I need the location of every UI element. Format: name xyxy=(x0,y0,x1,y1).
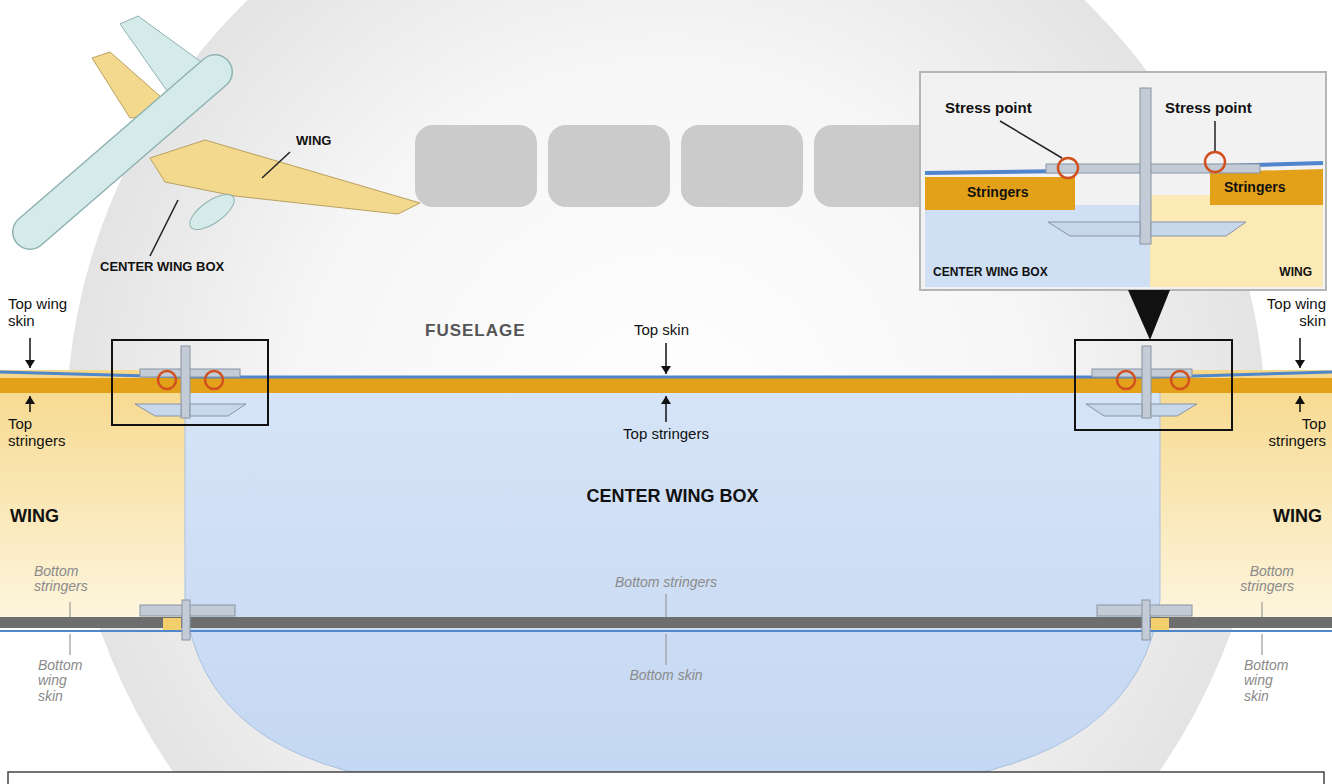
part-label: WING xyxy=(1160,507,1322,527)
detail-inset: Stress point Stress pointStringers Stringe… xyxy=(920,72,1326,290)
part-name: Top stringers xyxy=(8,416,72,449)
joint-fittings xyxy=(135,346,1197,640)
part-name: Top wing skin xyxy=(1262,296,1326,329)
plane-icon xyxy=(30,16,420,256)
part-name: Top wing skin xyxy=(8,296,72,329)
part-label: CENTER WING BOX xyxy=(933,266,1048,279)
joint xyxy=(1086,346,1197,640)
part-label: Stringers xyxy=(1224,180,1285,195)
stress-points xyxy=(158,371,1189,389)
part-name: CENTER WING BOX xyxy=(100,260,224,274)
part-name: Top stringers xyxy=(1262,416,1326,449)
windows xyxy=(415,125,936,207)
part-name: Top skin xyxy=(634,322,689,339)
center-wing-box xyxy=(185,390,1160,784)
caption-frame xyxy=(8,772,1324,784)
bottom-skin xyxy=(0,630,1332,632)
part-label: WING xyxy=(10,507,59,527)
part-name: FUSELAGE xyxy=(425,322,526,341)
part-label: Stress point xyxy=(945,100,1032,117)
part-name: Bottom stringers xyxy=(34,564,106,595)
wing-region: WING xyxy=(0,395,185,617)
stringers-band: Stringers xyxy=(925,177,1075,210)
part-label: WING xyxy=(1150,266,1312,279)
part-label: Stress point xyxy=(1165,100,1252,117)
stringers-band: Stringers xyxy=(1210,172,1323,205)
part-name: WING xyxy=(296,134,331,148)
wing-region: WING xyxy=(1150,240,1322,288)
detail-inset xyxy=(920,72,1326,340)
part-name: Bottom stringers xyxy=(576,575,756,590)
part-name: Bottom wing skin xyxy=(38,658,90,704)
detail-frames xyxy=(112,340,1232,430)
part-label: CENTER WING BOX xyxy=(185,487,1160,507)
center-wing-box-region: CENTER WING BOX xyxy=(185,395,1160,617)
part-label: Stringers xyxy=(967,185,1028,200)
leader-lines xyxy=(25,338,1305,665)
center-wing-box-region: CENTER WING BOX xyxy=(925,240,1150,288)
part-name: Bottom skin xyxy=(576,668,756,683)
part-name: Bottom stringers xyxy=(1222,564,1294,595)
joint xyxy=(135,346,246,640)
part-name: Top stringers xyxy=(586,426,746,443)
part-name: Bottom wing skin xyxy=(1244,658,1296,704)
wing-region: WING xyxy=(1160,395,1332,617)
bottom-stringers xyxy=(0,617,1332,628)
